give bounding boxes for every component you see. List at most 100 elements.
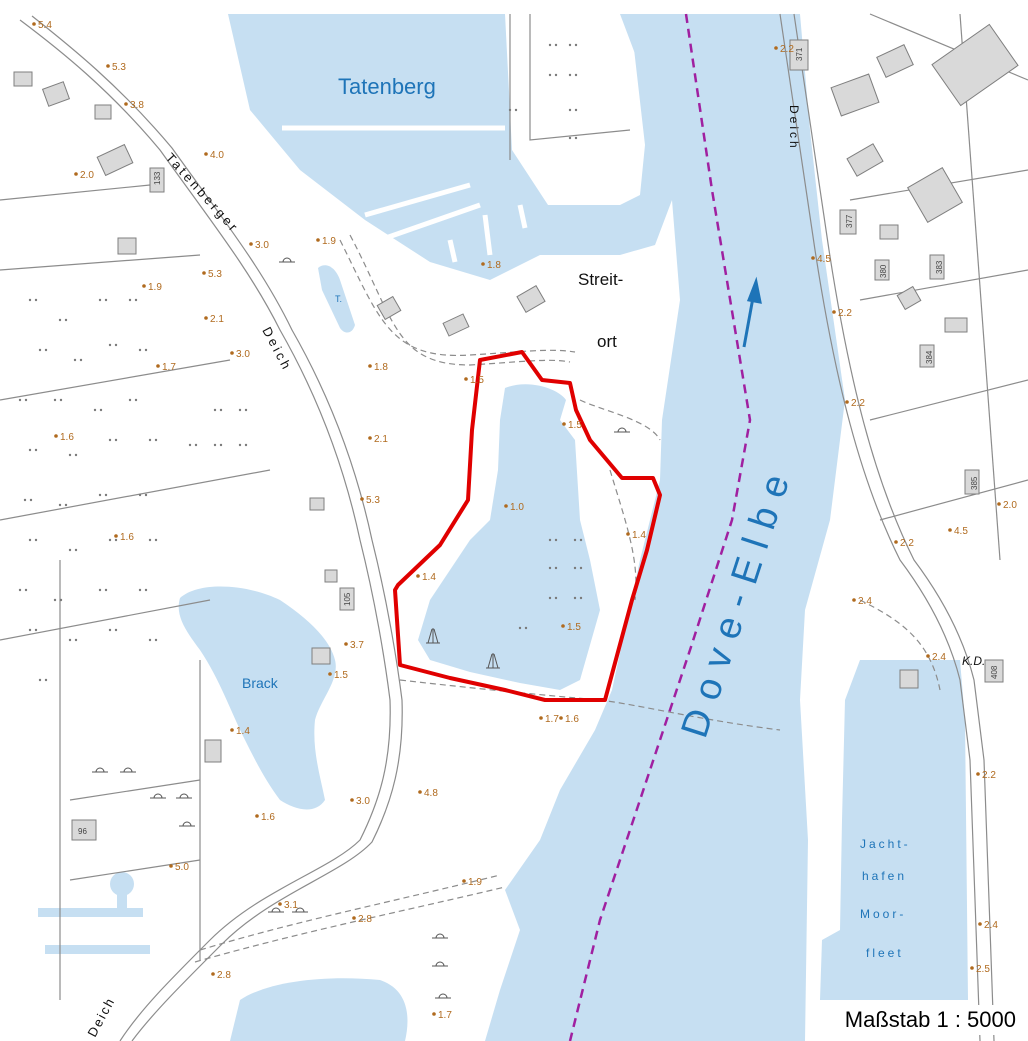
elevation-dot bbox=[114, 534, 118, 538]
elevation-value: 2.0 bbox=[1003, 500, 1017, 511]
elevation-value: 3.8 bbox=[130, 100, 144, 111]
elevation-dot bbox=[32, 22, 36, 26]
jachthafen-line: fleet bbox=[866, 946, 904, 960]
house-number: 380 bbox=[879, 264, 888, 278]
elevation-value: 5.3 bbox=[208, 269, 222, 280]
elevation-dot bbox=[845, 400, 849, 404]
elevation-value: 1.9 bbox=[322, 236, 336, 247]
elevation-value: 4.5 bbox=[817, 254, 831, 265]
elevation-dot bbox=[997, 502, 1001, 506]
elevation-dot bbox=[328, 672, 332, 676]
elevation-dot bbox=[462, 879, 466, 883]
orchard-dot-icon bbox=[18, 43, 583, 682]
elevation-value: 2.4 bbox=[932, 652, 946, 663]
elevation-value: 1.6 bbox=[120, 532, 134, 543]
elevation-dot bbox=[464, 377, 468, 381]
elevation-value: 2.1 bbox=[374, 434, 388, 445]
project-boundary[interactable] bbox=[393, 350, 662, 702]
elevation-dot bbox=[278, 902, 282, 906]
elevation-value: 2.4 bbox=[984, 920, 998, 931]
elevation-value: 1.5 bbox=[567, 622, 581, 633]
elevation-value: 4.8 bbox=[424, 788, 438, 799]
elevation-value: 2.0 bbox=[80, 170, 94, 181]
elevation-dot bbox=[204, 152, 208, 156]
elevation-dot bbox=[978, 922, 982, 926]
flow-arrow-icon bbox=[742, 276, 762, 348]
elevation-value: 1.6 bbox=[261, 812, 275, 823]
elevation-value: 1.5 bbox=[568, 420, 582, 431]
house-number: 377 bbox=[845, 214, 854, 228]
jachthafen bbox=[820, 660, 968, 1000]
streitort-label-2: ort bbox=[597, 332, 617, 351]
elevation-value: 1.9 bbox=[148, 282, 162, 293]
elevation-value: 2.2 bbox=[780, 44, 794, 55]
elevation-value: 1.4 bbox=[236, 726, 250, 737]
jachthafen-line: Jacht- bbox=[860, 837, 911, 851]
house-number: 96 bbox=[78, 827, 87, 836]
elevation-dot bbox=[926, 654, 930, 658]
elevation-value: 4.5 bbox=[954, 526, 968, 537]
elevation-dot bbox=[142, 284, 146, 288]
elevation-dot bbox=[316, 238, 320, 242]
house-number: 105 bbox=[343, 592, 352, 606]
house-number: 371 bbox=[795, 47, 804, 61]
elevation-dot bbox=[418, 790, 422, 794]
elevation-value: 2.2 bbox=[838, 308, 852, 319]
elevation-value: 1.7 bbox=[162, 362, 176, 373]
streitort-label-1: Streit- bbox=[578, 270, 623, 289]
elevation-dot bbox=[774, 46, 778, 50]
piers bbox=[282, 125, 528, 263]
elevation-dot bbox=[481, 262, 485, 266]
elevation-dot bbox=[74, 172, 78, 176]
kd-label: K.D. bbox=[962, 654, 985, 668]
elevation-dot bbox=[249, 242, 253, 246]
deich-bottom-label: Deich bbox=[84, 994, 118, 1039]
elevation-value: 2.8 bbox=[358, 914, 372, 925]
elevation-value: 1.8 bbox=[487, 260, 501, 271]
elevation-dot bbox=[54, 434, 58, 438]
jachthafen-line: Moor- bbox=[860, 907, 906, 921]
elevation-dot bbox=[504, 504, 508, 508]
elevation-dot bbox=[156, 364, 160, 368]
tatenberger-label: Tatenberger bbox=[163, 150, 243, 236]
elevation-dot bbox=[255, 814, 259, 818]
tatenberg-basin bbox=[228, 14, 698, 280]
elevation-value: 1.7 bbox=[545, 714, 559, 725]
house-number: 384 bbox=[925, 350, 934, 364]
elevation-value: 3.0 bbox=[236, 349, 250, 360]
elevation-value: 4.0 bbox=[210, 150, 224, 161]
jachthafen-line: hafen bbox=[862, 869, 907, 883]
elevation-dot bbox=[562, 422, 566, 426]
scale-label: Maßstab 1 : 5000 bbox=[838, 1005, 1022, 1035]
house-number: 133 bbox=[153, 171, 162, 185]
elevation-value: 1.9 bbox=[468, 877, 482, 888]
elevation-value: 1.5 bbox=[470, 375, 484, 386]
elevation-dot bbox=[368, 436, 372, 440]
elevation-dot bbox=[124, 102, 128, 106]
elevation-dot bbox=[344, 642, 348, 646]
elevation-value: 2.2 bbox=[900, 538, 914, 549]
deich-right-label: Deich bbox=[787, 105, 801, 151]
brack-lake bbox=[178, 586, 336, 810]
water-bodies bbox=[38, 14, 968, 1041]
elevation-dot bbox=[230, 351, 234, 355]
elevation-dot bbox=[626, 532, 630, 536]
elevation-value: 2.2 bbox=[982, 770, 996, 781]
elevation-dot bbox=[539, 716, 543, 720]
elevation-dot bbox=[432, 1012, 436, 1016]
elevation-dot bbox=[976, 772, 980, 776]
teich-label: T. bbox=[335, 294, 342, 304]
house-number: 408 bbox=[990, 665, 999, 679]
elevation-dot bbox=[832, 310, 836, 314]
elevation-dot bbox=[948, 528, 952, 532]
elevation-value: 2.1 bbox=[210, 314, 224, 325]
elevation-value: 1.6 bbox=[565, 714, 579, 725]
bottom-pond bbox=[230, 978, 408, 1041]
elevation-dot bbox=[561, 624, 565, 628]
elevation-dot bbox=[211, 972, 215, 976]
elevation-value: 3.1 bbox=[284, 900, 298, 911]
elevation-value: 2.8 bbox=[217, 970, 231, 981]
house-number: 383 bbox=[935, 260, 944, 274]
elevation-dot bbox=[852, 598, 856, 602]
